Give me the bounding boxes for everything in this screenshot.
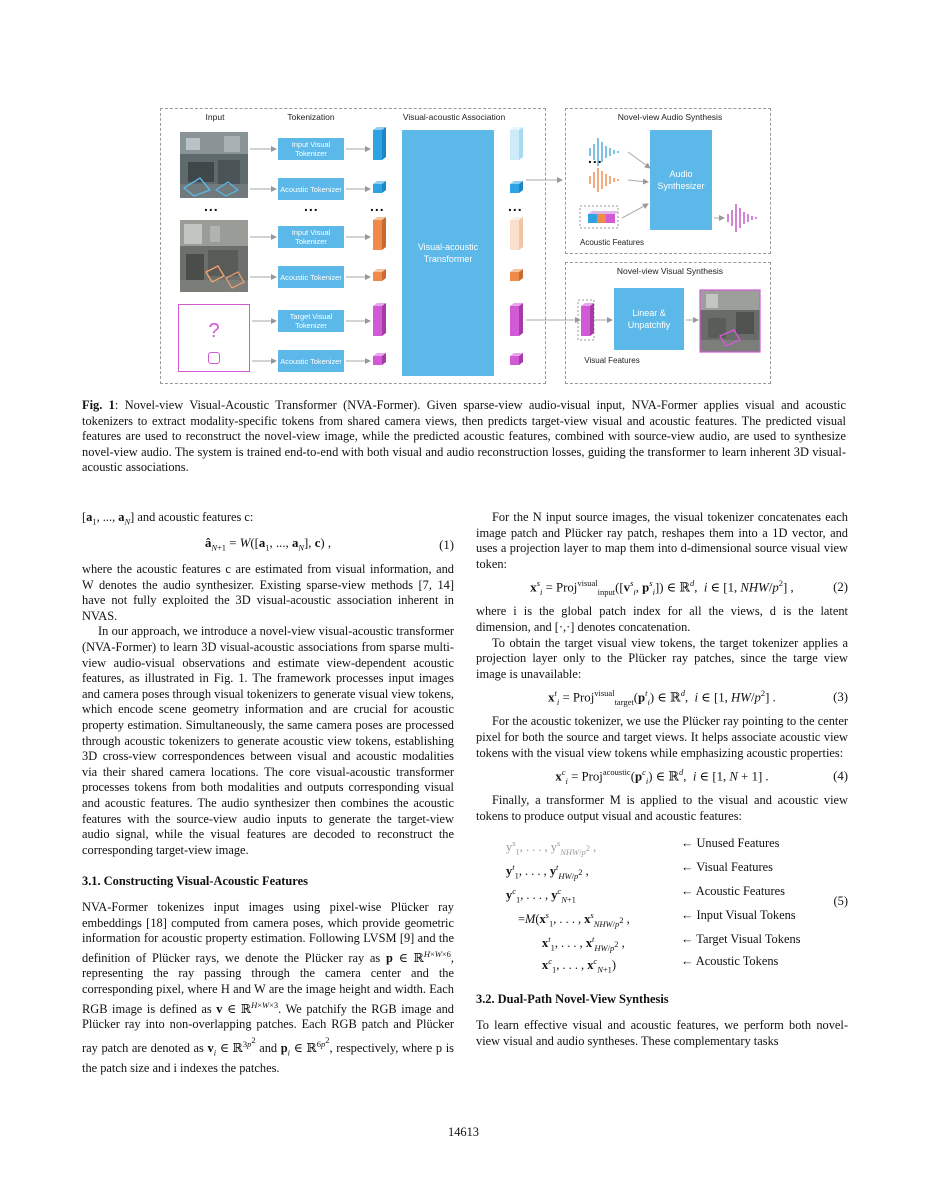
section-3-2-heading: 3.2. Dual-Path Novel-View Synthesis xyxy=(476,992,669,1007)
question-mark: ? xyxy=(208,320,220,342)
acoustic-features-label: Acoustic Features xyxy=(579,238,645,247)
input-image-1 xyxy=(180,132,248,198)
acoustic-tokenizer-2: Acoustic Tokenizer xyxy=(278,266,344,288)
right-p1: For the N input source images, the visua… xyxy=(476,510,848,571)
visual-acoustic-transformer: Visual-acoustic Transformer xyxy=(402,130,494,376)
left-p1: where the acoustic features c are estima… xyxy=(82,562,454,623)
left-p2: In our approach, we introduce a novel-vi… xyxy=(82,624,454,857)
output-token-cubes xyxy=(510,127,523,365)
input-image-2 xyxy=(180,220,248,292)
waveform-blue xyxy=(589,138,619,166)
eq1-number: (1) xyxy=(439,538,454,553)
header-tokenization: Tokenization xyxy=(287,112,335,122)
input-visual-tokenizer-1: Input Visual Tokenizer xyxy=(278,138,344,160)
eq4-number: (4) xyxy=(833,769,848,784)
acoustic-feature-cubes xyxy=(588,211,619,223)
visual-dashed-frame xyxy=(565,262,771,384)
right-column: For the N input source images, the visua… xyxy=(476,510,848,1049)
equation-2: xsi = Projvisualinput([vsi, psi]) ∈ ℝd, … xyxy=(530,578,848,597)
right-p4: For the acoustic tokenizer, we use the P… xyxy=(476,714,848,760)
header-visual-synthesis: Novel-view Visual Synthesis xyxy=(616,266,724,276)
equation-1: âN+1 = W([a1, ..., aN], c) , (1) xyxy=(204,535,454,553)
figure-caption: Fig. 1: Novel-view Visual-Acoustic Trans… xyxy=(82,398,846,476)
acoustic-tokenizer-1: Acoustic Tokenizer xyxy=(278,178,344,200)
equation-5: ys1, . . . , ysNHW/p2 , ← Unused Feature… xyxy=(506,836,848,975)
linear-unpatchify: Linear & Unpatchfiy xyxy=(614,288,684,350)
left-dashed-frame xyxy=(160,108,546,384)
equation-3: xti = Projvisualtarget(pti) ∈ ℝd, i ∈ [1… xyxy=(548,688,848,707)
audio-synthesizer: Audio Synthesizer xyxy=(650,130,712,230)
header-association: Visual-acoustic Association xyxy=(402,112,506,122)
input-visual-tokenizer-2: Input Visual Tokenizer xyxy=(278,226,344,248)
page-number: 14613 xyxy=(448,1125,479,1139)
right-p6: To learn effective visual and acoustic f… xyxy=(476,1017,848,1048)
left-column: [a1, ..., aN] and acoustic features c: â… xyxy=(82,510,454,1077)
camera-icon xyxy=(208,352,220,364)
right-p3: To obtain the target visual view tokens,… xyxy=(476,635,848,681)
section-3-1-heading: 3.1. Constructing Visual-Acoustic Featur… xyxy=(82,874,308,889)
target-visual-tokenizer: Target Visual Tokenizer xyxy=(278,310,344,332)
arrows-layer xyxy=(250,127,761,365)
header-audio-synthesis: Novel-view Audio Synthesis xyxy=(617,112,723,122)
eq5-number: (5) xyxy=(833,894,848,909)
waveform-orange xyxy=(589,168,619,192)
input-ellipsis: ... xyxy=(204,198,219,214)
header-input: Input xyxy=(205,112,225,122)
waveform-output xyxy=(727,204,757,232)
right-p2: where i is the global patch index for al… xyxy=(476,604,848,634)
acoustic-tokenizer-3: Acoustic Tokenizer xyxy=(278,350,344,372)
output-image xyxy=(699,289,761,353)
eq3-number: (3) xyxy=(833,690,848,705)
eq2-number: (2) xyxy=(833,580,848,595)
visual-features-label: Visual Features xyxy=(584,356,640,365)
left-p3: NVA-Former tokenizes input images using … xyxy=(82,899,454,1075)
caption-text: : Novel-view Visual-Acoustic Transformer… xyxy=(82,398,846,475)
right-p5: Finally, a transformer M is applied to t… xyxy=(476,793,848,823)
tokenizer-ellipsis: ... xyxy=(304,198,319,214)
token-ellipsis-in: ... xyxy=(370,198,385,214)
input-token-cubes xyxy=(373,127,386,365)
left-lead: [a1, ..., aN] and acoustic features c: xyxy=(82,510,254,527)
caption-label: Fig. 1 xyxy=(82,398,115,412)
audio-ellipsis: ... xyxy=(588,150,603,166)
equation-4: xci = Projacoustic(pci) ∈ ℝd, i ∈ [1, N … xyxy=(555,766,848,786)
figure-1: Input Tokenization Visual-acoustic Assoc… xyxy=(160,108,772,386)
visual-feature-cubes xyxy=(581,303,594,336)
target-placeholder xyxy=(178,304,250,372)
audio-dashed-frame xyxy=(565,108,771,254)
token-ellipsis-out: ... xyxy=(508,198,523,214)
